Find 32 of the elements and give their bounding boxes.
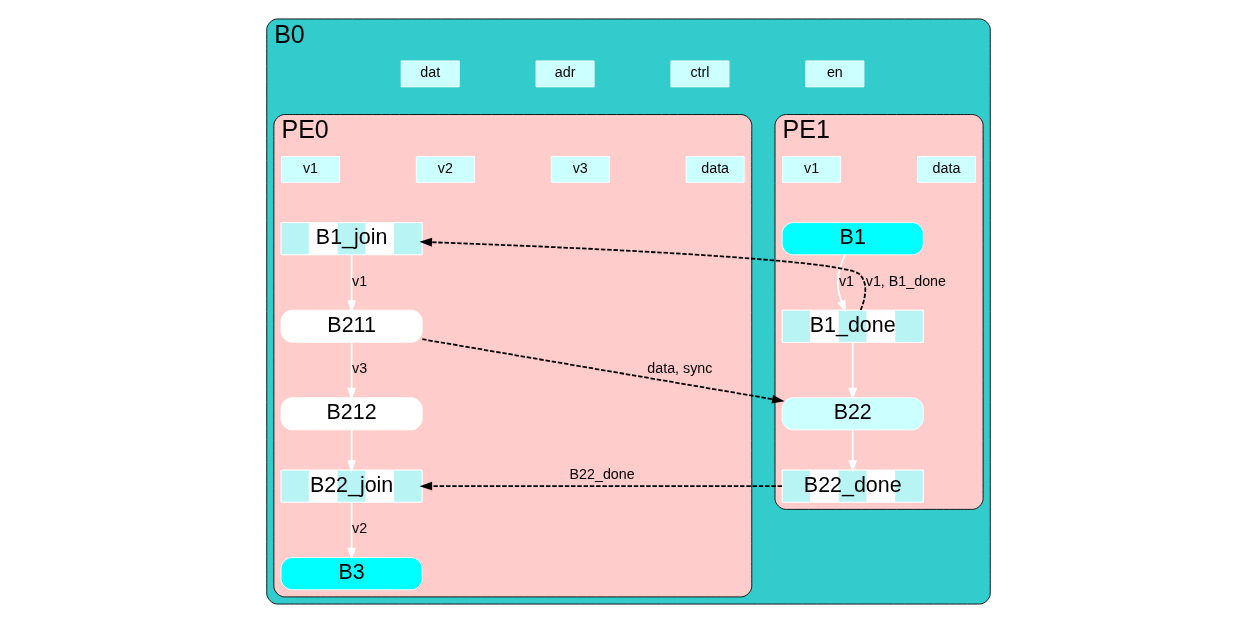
node-box: B3 [280,557,423,591]
edge-label: data, sync [646,360,712,377]
node-box: B1 [781,222,924,256]
arrow [419,481,783,491]
node-box: dat [400,60,460,88]
node-box: v2 [415,156,475,183]
node-box: adr [535,60,595,88]
node-box: v1 [280,156,340,183]
arrow [420,338,785,404]
arrow [836,253,846,313]
node-box: B22 [781,397,924,431]
node-box: v1 [781,156,841,183]
node-box: v3 [550,156,610,183]
arrow [346,254,356,313]
node-box: ctrl [670,60,729,88]
arrow [346,341,356,401]
edge-label: v2 [351,520,367,537]
edge-label: v1 [351,272,367,289]
arrow [847,341,857,401]
arrow [847,429,857,473]
arrow [418,237,866,311]
edge-label: B22_done [569,465,635,482]
arrow [346,501,356,561]
edge-label: v3 [351,360,367,377]
node-box: en [804,60,864,88]
edge-label: v1, B1_done [865,272,946,289]
node-box: B211 [280,309,423,343]
node-box: B212 [280,397,423,431]
edge-label: v1 [838,272,854,289]
node-box: data [916,156,976,183]
node-box: data [685,156,745,183]
arrow [346,429,356,473]
